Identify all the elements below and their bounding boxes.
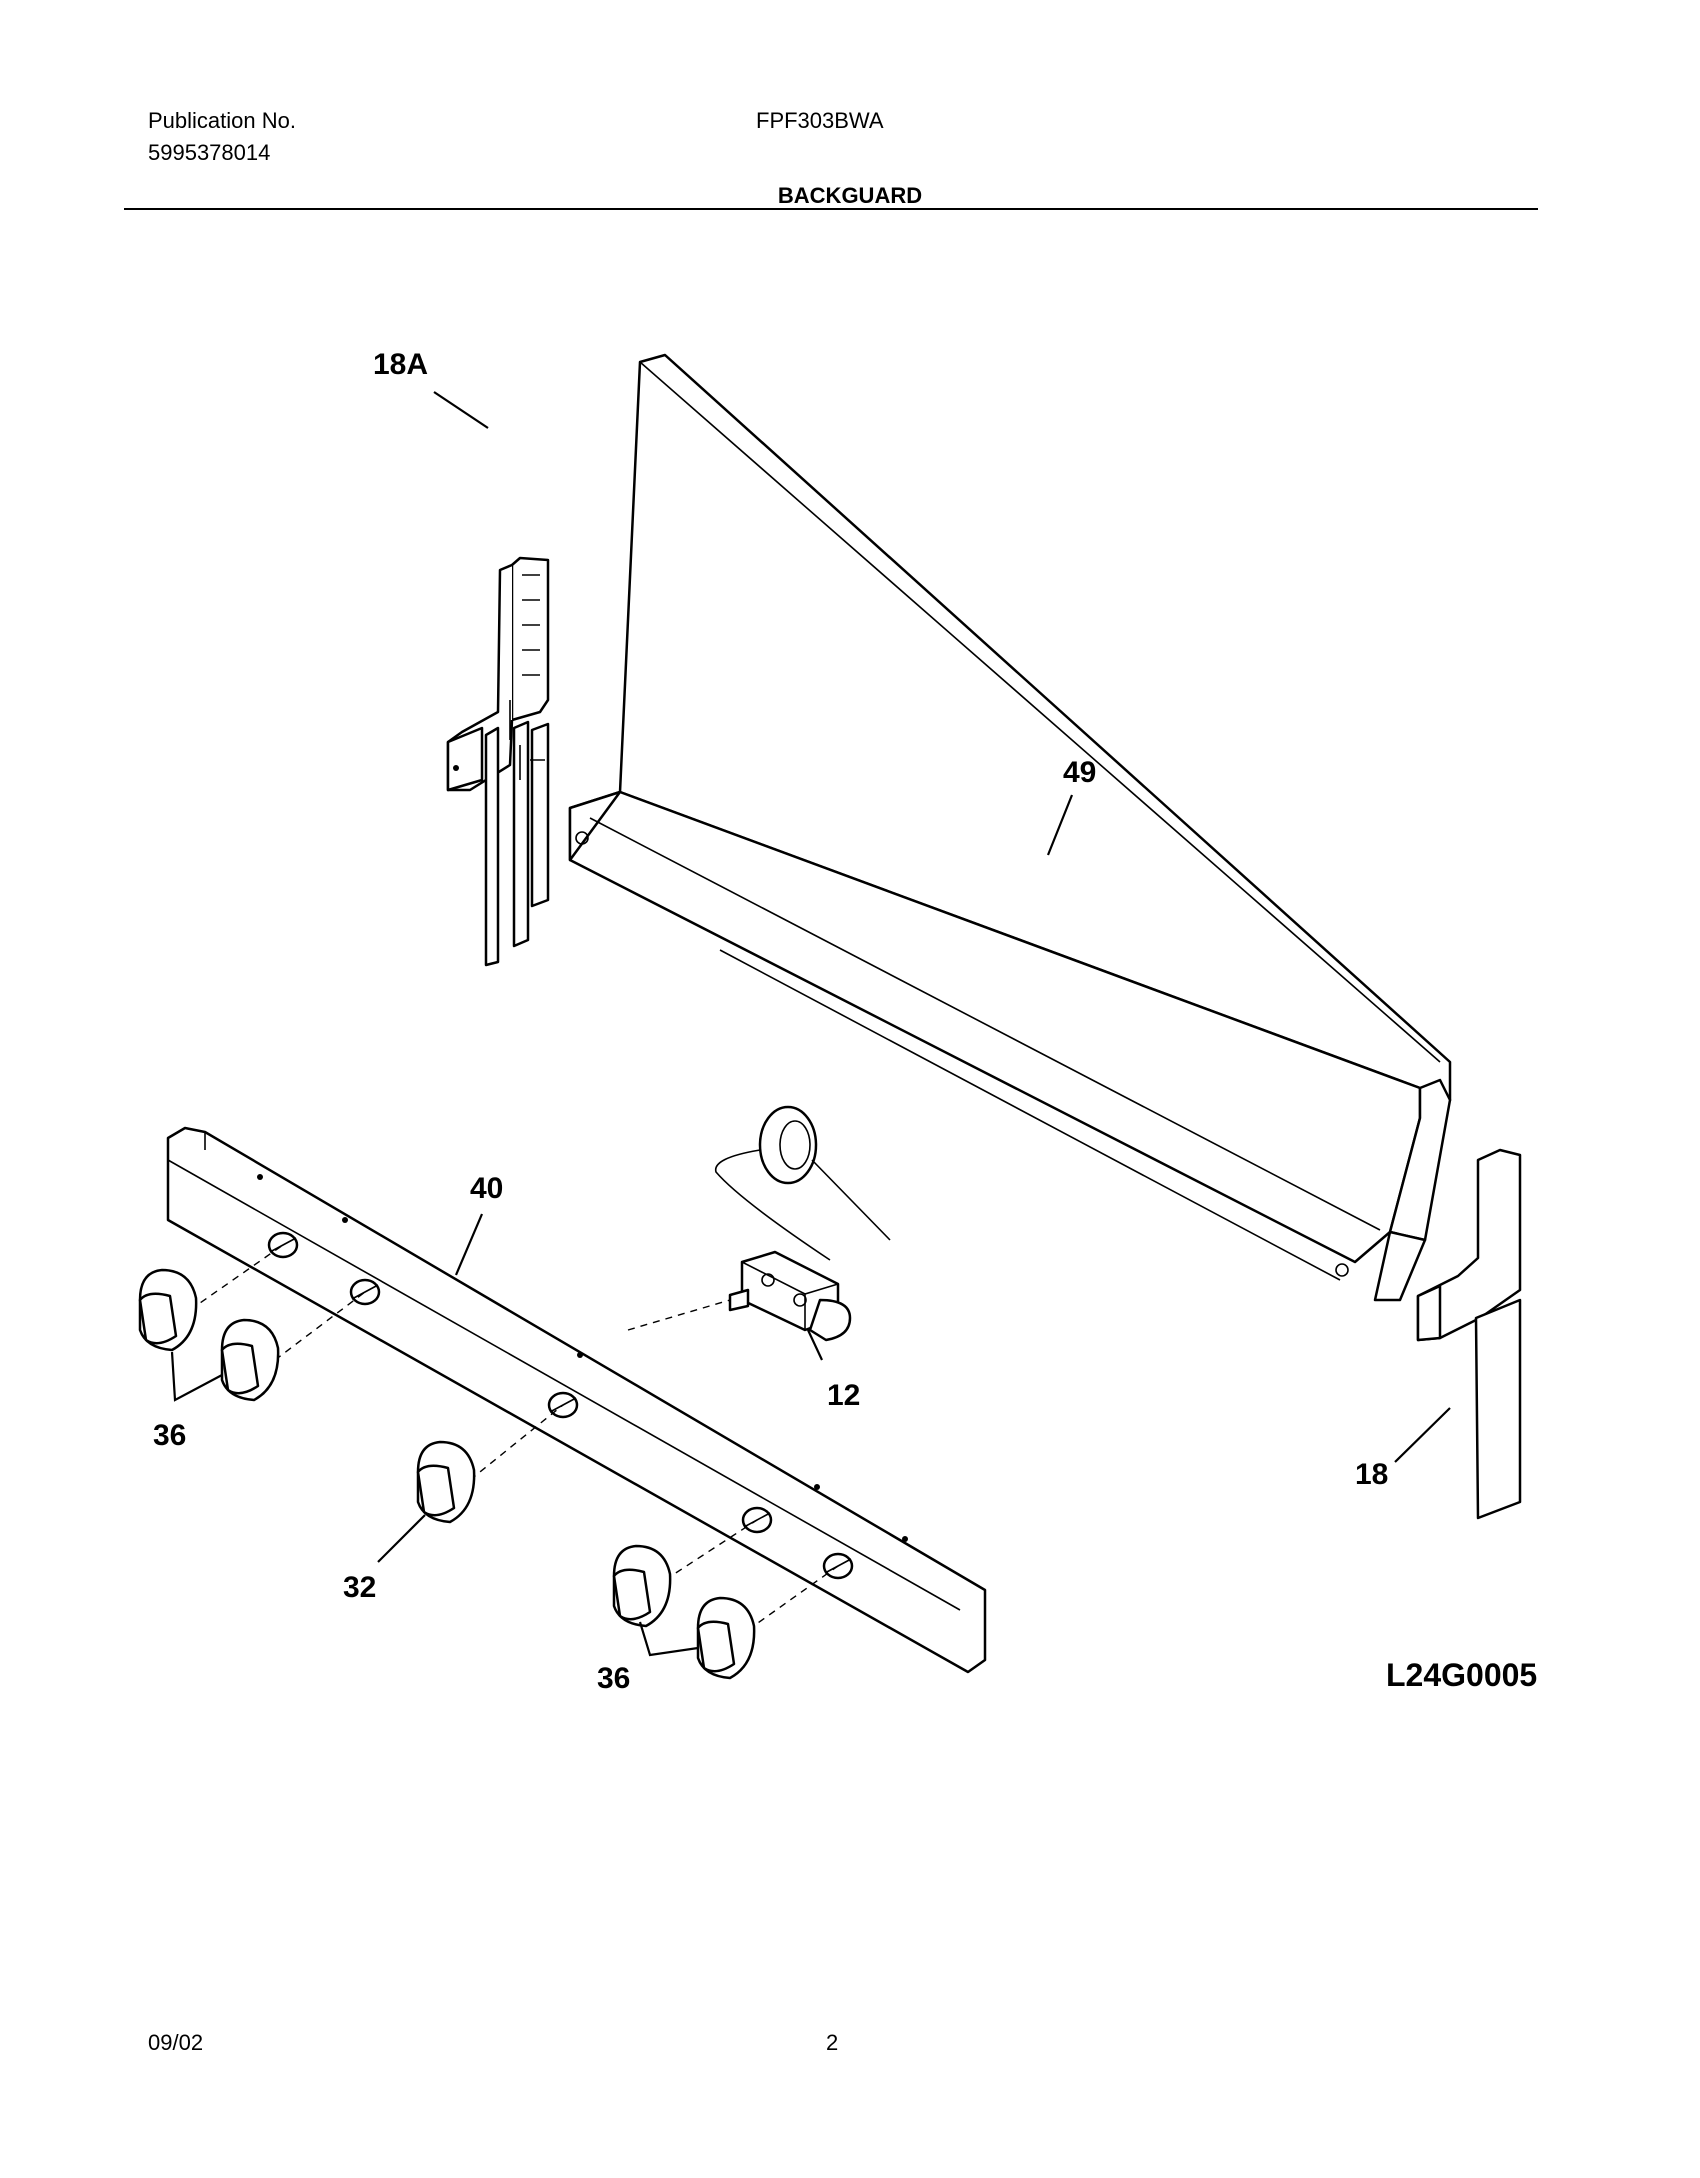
- thermostat-part: [715, 1105, 891, 1342]
- callout-18A: 18A: [373, 348, 428, 381]
- leader-line-36-left: [170, 1351, 223, 1402]
- leader-line-32: [377, 1514, 426, 1563]
- backguard-panel-part: [568, 353, 1452, 1302]
- leader-line-40: [454, 1213, 484, 1276]
- leader-line-49: [1046, 794, 1074, 856]
- callout-40: 40: [470, 1172, 503, 1205]
- leader-line-18A: [433, 391, 489, 429]
- leader-line-18: [1394, 1407, 1451, 1463]
- callout-18: 18: [1355, 1458, 1388, 1491]
- callout-49: 49: [1063, 756, 1096, 789]
- header-rule: [124, 208, 1538, 210]
- knob-part: [612, 1544, 672, 1628]
- drawing-code: L24G0005: [1386, 1657, 1537, 1693]
- leader-line-36-right: [638, 1621, 699, 1657]
- callout-36-right: 36: [597, 1662, 630, 1695]
- callout-12: 12: [827, 1379, 860, 1412]
- leader-line-12: [807, 1329, 823, 1361]
- footer-date: 09/02: [148, 2030, 204, 2055]
- model-number: FPF303BWA: [756, 108, 884, 133]
- callout-32: 32: [343, 1571, 376, 1604]
- publication-number: 5995378014: [148, 140, 271, 165]
- alignment-lines: [189, 1244, 839, 1631]
- knob-part: [696, 1596, 756, 1680]
- knob-part: [220, 1318, 280, 1402]
- control-panel-part: [166, 1126, 987, 1674]
- callout-36-left: 36: [153, 1419, 186, 1452]
- side-trim-left-part: [446, 556, 550, 967]
- publication-label: Publication No.: [148, 108, 296, 133]
- knob-hole: [267, 1231, 299, 1259]
- knob-part: [416, 1440, 476, 1524]
- section-title: BACKGUARD: [777, 183, 923, 208]
- knob-hole: [349, 1278, 381, 1306]
- knob-part: [138, 1268, 198, 1352]
- side-trim-right-part: [1416, 1148, 1522, 1520]
- page-number: 2: [826, 2030, 839, 2055]
